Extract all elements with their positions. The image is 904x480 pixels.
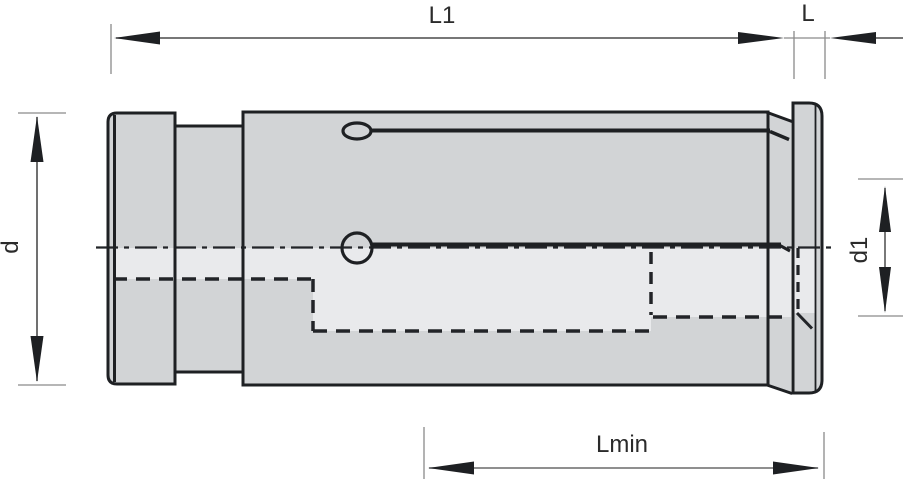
arrow-l-right: [830, 32, 876, 44]
bore-small: [113, 248, 313, 279]
nose-top-edge: [765, 110, 793, 123]
slit-top-end: [769, 129, 790, 142]
dim-label-d: d: [0, 223, 24, 271]
arrow-d-up: [30, 116, 44, 162]
dim-label-l: L: [801, 0, 815, 27]
nose-bottom-edge: [766, 383, 793, 395]
dim-label-l1: L1: [428, 2, 456, 29]
extension-lines: [18, 24, 903, 479]
slit-center-end: [779, 244, 791, 253]
slit-hole-center: [340, 231, 374, 265]
arrow-d1-down: [879, 267, 891, 313]
collar-bore-chamfer: [795, 311, 814, 330]
collet-body-outlines: [106, 101, 824, 395]
dim-label-d1: d1: [846, 236, 873, 264]
hidden-bore-lines: [113, 248, 814, 333]
dimension-arrows: [30, 31, 891, 475]
arrow-l1-l-shared: [738, 32, 784, 44]
bore-large: [313, 248, 651, 331]
arrow-l1-left: [114, 31, 160, 45]
arrow-lmin-right: [773, 461, 819, 475]
arrow-lmin-left: [428, 461, 474, 475]
arrow-d1-up: [879, 186, 891, 232]
arrow-d-down: [30, 336, 44, 382]
bore-regions: [113, 248, 816, 331]
bore-in-collar: [794, 248, 816, 313]
relief-slits: [340, 121, 791, 265]
bore-front: [651, 248, 791, 317]
dim-label-lmin: Lmin: [595, 431, 649, 458]
